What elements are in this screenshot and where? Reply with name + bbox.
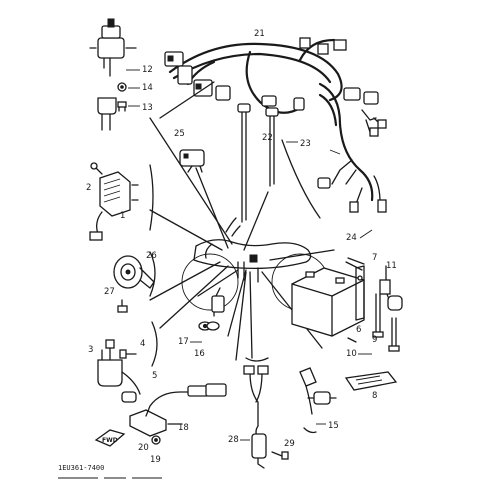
wire-harness bbox=[164, 37, 387, 213]
label-22: 22 bbox=[262, 133, 273, 143]
plug-cap bbox=[299, 367, 337, 434]
label-24: 24 bbox=[346, 233, 357, 243]
cdi-unit bbox=[129, 383, 227, 437]
battery-holder bbox=[344, 371, 398, 391]
label-29: 29 bbox=[284, 439, 295, 449]
bracket-26 bbox=[149, 251, 156, 297]
label-27: 27 bbox=[104, 287, 115, 297]
cable-band-23 bbox=[265, 107, 279, 187]
bracket-1 bbox=[149, 164, 154, 231]
starter-relay bbox=[243, 365, 269, 469]
label-20: 20 bbox=[138, 443, 149, 453]
label-21: 21 bbox=[254, 29, 265, 39]
screw-13 bbox=[117, 101, 127, 112]
cable-band-22 bbox=[237, 103, 251, 223]
part-labels: 12 14 13 21 25 22 23 2 1 24 26 27 7 11 6… bbox=[86, 29, 397, 465]
label-17: 17 bbox=[178, 337, 189, 347]
screw-20 bbox=[151, 435, 161, 445]
ignition-switch bbox=[89, 18, 137, 131]
battery bbox=[291, 257, 365, 337]
bolt-4 bbox=[119, 349, 137, 359]
leader-24 bbox=[359, 229, 373, 239]
label-14: 14 bbox=[142, 83, 153, 93]
ignition-coil bbox=[97, 339, 141, 403]
label-4: 4 bbox=[140, 339, 145, 349]
screw-29 bbox=[271, 451, 289, 460]
bolt-14 bbox=[117, 82, 127, 92]
fwd-arrow-icon: FWD bbox=[94, 429, 126, 447]
relay-25 bbox=[179, 149, 205, 173]
label-18: 18 bbox=[178, 423, 189, 433]
label-5: 5 bbox=[152, 371, 157, 381]
horn bbox=[113, 255, 155, 289]
label-1: 1 bbox=[120, 211, 125, 221]
label-7: 7 bbox=[372, 253, 377, 263]
label-23: 23 bbox=[300, 139, 311, 149]
label-10: 10 bbox=[346, 349, 357, 359]
figure-code: 1EU361-7400 bbox=[58, 464, 104, 472]
battery-band bbox=[355, 265, 365, 321]
label-15: 15 bbox=[328, 421, 339, 431]
label-8: 8 bbox=[372, 391, 377, 401]
label-28: 28 bbox=[228, 435, 239, 445]
label-13: 13 bbox=[142, 103, 153, 113]
label-25: 25 bbox=[174, 129, 185, 139]
label-19: 19 bbox=[150, 455, 161, 465]
rectifier-regulator bbox=[89, 162, 139, 241]
battery-leads bbox=[347, 293, 400, 352]
label-11: 11 bbox=[386, 261, 397, 271]
label-16: 16 bbox=[194, 349, 205, 359]
fwd-text: FWD bbox=[102, 437, 118, 444]
label-26: 26 bbox=[146, 251, 157, 261]
bracket-28 bbox=[245, 357, 269, 362]
neutral-switch bbox=[198, 287, 225, 331]
label-2: 2 bbox=[86, 183, 91, 193]
label-12: 12 bbox=[142, 65, 153, 75]
label-3: 3 bbox=[88, 345, 93, 355]
bracket-3 bbox=[151, 321, 158, 367]
label-6: 6 bbox=[356, 325, 361, 335]
leader-lines bbox=[149, 81, 335, 361]
fuse bbox=[379, 265, 403, 311]
bolt-27 bbox=[117, 299, 128, 313]
label-9: 9 bbox=[372, 335, 377, 345]
